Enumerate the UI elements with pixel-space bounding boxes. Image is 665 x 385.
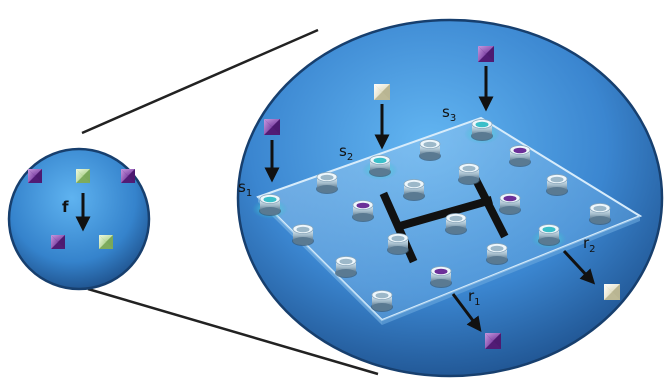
small-circle-group: f bbox=[7, 147, 151, 291]
microwell bbox=[486, 243, 508, 265]
zoom-connector-bottom bbox=[87, 287, 379, 376]
microwell bbox=[531, 224, 567, 249]
cube-purple-icon bbox=[51, 235, 65, 249]
large-cubes bbox=[264, 46, 620, 349]
zoom-connector-top bbox=[81, 28, 319, 135]
microwell bbox=[371, 290, 393, 312]
microwell bbox=[403, 179, 425, 201]
s2-label: s2 bbox=[339, 142, 353, 163]
microwell bbox=[430, 266, 452, 288]
plate-edge-right bbox=[382, 216, 640, 325]
microwell bbox=[362, 155, 398, 180]
output-cube-cream-icon bbox=[604, 284, 620, 300]
microwell bbox=[458, 163, 480, 185]
cube-purple-icon bbox=[28, 169, 42, 183]
f-label: f bbox=[62, 198, 69, 216]
microwell bbox=[252, 194, 288, 219]
microwell bbox=[335, 256, 357, 278]
r1-label: r1 bbox=[468, 287, 481, 308]
microwell bbox=[292, 224, 314, 246]
microwell bbox=[464, 119, 500, 144]
r1-arrow bbox=[451, 293, 482, 332]
s3-label: s3 bbox=[442, 103, 456, 124]
output-cube-purple-icon bbox=[485, 333, 501, 349]
r2-label: r2 bbox=[583, 234, 596, 255]
cube-green-icon bbox=[99, 235, 113, 249]
small-cubes bbox=[28, 169, 135, 249]
large-circle-group: s1 s2 s3 r1 r2 bbox=[236, 18, 664, 378]
wells bbox=[252, 119, 611, 312]
input-cube-purple-icon bbox=[264, 119, 280, 135]
plate-edge-left bbox=[258, 197, 382, 325]
microwell bbox=[387, 233, 409, 255]
microwell bbox=[589, 203, 611, 225]
r2-arrow bbox=[562, 249, 596, 285]
s1-label: s1 bbox=[238, 178, 252, 199]
cube-green-icon bbox=[76, 169, 90, 183]
microwell bbox=[499, 193, 521, 215]
microwell bbox=[419, 139, 441, 161]
input-cube-cream-icon bbox=[374, 84, 390, 100]
cube-purple-icon bbox=[121, 169, 135, 183]
microwell bbox=[352, 200, 374, 222]
microwell bbox=[509, 145, 531, 167]
microwell bbox=[445, 213, 467, 235]
microwell bbox=[316, 172, 338, 194]
input-cube-purple-icon bbox=[478, 46, 494, 62]
microwell bbox=[546, 174, 568, 196]
